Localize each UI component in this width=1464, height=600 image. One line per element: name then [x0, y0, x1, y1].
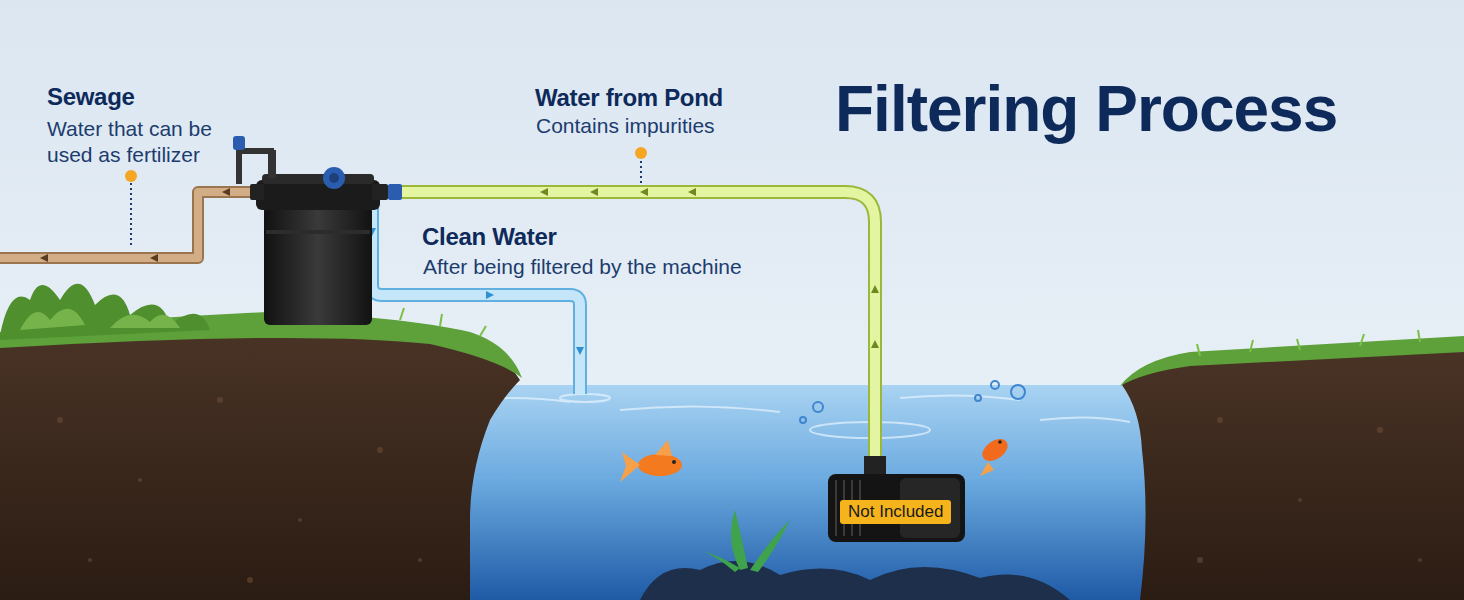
pond-water	[420, 385, 1190, 600]
clean-pipe-inner	[372, 198, 580, 394]
rocks	[640, 561, 1070, 600]
sewage-pipe	[0, 192, 265, 258]
left-bank	[0, 322, 520, 600]
soil-texture	[57, 397, 1422, 583]
grass-blades	[296, 304, 1420, 356]
clean-pipe	[372, 198, 580, 394]
callout-heading: Water from Pond	[535, 84, 723, 113]
leader-lines	[125, 147, 647, 246]
sewage-pipe-inner	[0, 192, 265, 258]
callout-text: After being filtered by the machine	[423, 254, 742, 280]
pressure-filter	[233, 136, 402, 325]
shrubs	[0, 284, 210, 340]
callout-heading: Sewage	[47, 83, 135, 112]
pond-pump	[828, 456, 965, 542]
badge-text: Not Included	[848, 502, 943, 522]
bubbles	[800, 381, 1025, 423]
right-grass	[1120, 336, 1464, 386]
callout-heading: Clean Water	[422, 223, 557, 252]
callout-text: Contains impurities	[536, 113, 715, 139]
water-plant	[700, 510, 790, 572]
pond-pipe-inner	[400, 192, 875, 480]
sewage-flow-arrows	[40, 188, 230, 262]
right-bank	[1122, 345, 1464, 600]
pond-pipe	[400, 192, 875, 480]
callout-text: Water that can be used as fertilizer	[47, 116, 237, 167]
water-ripples	[470, 394, 1130, 438]
diagram-title: Filtering Process	[835, 74, 1337, 144]
status-badge: Not Included	[840, 500, 951, 524]
